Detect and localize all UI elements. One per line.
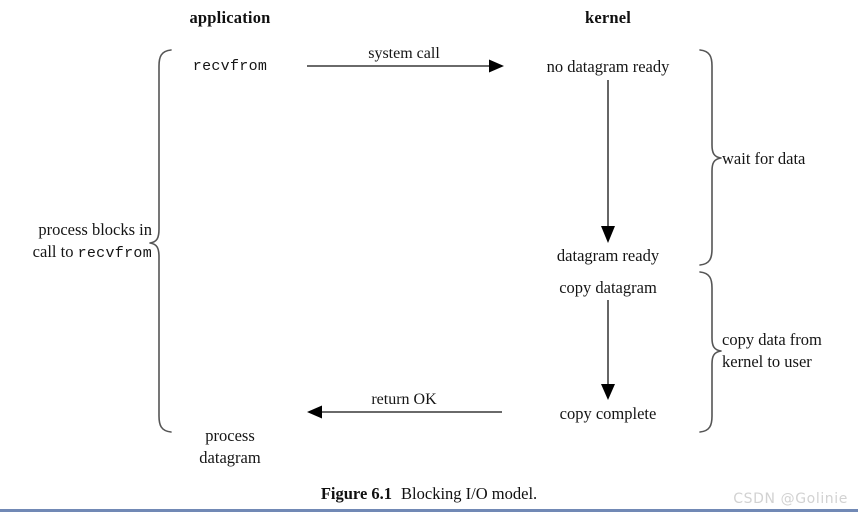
figure-caption-text: Blocking I/O model. — [401, 484, 538, 503]
annotation-process-blocks-line2: call to recvfrom — [0, 241, 152, 264]
arrow-wait-for-data-flow — [601, 80, 615, 243]
brace-process-blocks — [149, 49, 172, 433]
arrow-copy-flow — [601, 300, 615, 400]
brace-wait-for-data — [699, 49, 722, 266]
annotation-copy-data: copy data from kernel to user — [722, 329, 858, 373]
bottom-divider — [0, 509, 858, 512]
edge-label-system-call: system call — [368, 45, 440, 62]
node-process-datagram: process datagram — [150, 425, 310, 469]
annotation-process-blocks: process blocks in call to recvfrom — [0, 219, 152, 264]
column-heading-kernel: kernel — [584, 8, 632, 27]
annotation-wait-for-data: wait for data — [722, 149, 806, 168]
figure-caption-number: Figure 6.1 — [320, 484, 393, 503]
node-process-datagram-line2: datagram — [199, 447, 261, 467]
annotation-process-blocks-line2-text: call to — [32, 242, 78, 262]
edge-label-return-ok: return OK — [371, 391, 437, 408]
node-copy-complete: copy complete — [559, 404, 657, 423]
figure-caption: Figure 6.1 Blocking I/O model. — [0, 484, 858, 504]
annotation-process-blocks-line2-mono: recvfrom — [77, 245, 152, 263]
annotation-copy-data-line2: kernel to user — [722, 352, 812, 372]
annotation-copy-data-line1: copy data from — [722, 330, 822, 349]
node-recvfrom-call: recvfrom — [192, 58, 268, 75]
node-process-datagram-line1: process — [205, 426, 255, 445]
annotation-process-blocks-line1: process blocks in — [38, 220, 152, 239]
node-copy-datagram: copy datagram — [559, 278, 657, 297]
node-datagram-ready: datagram ready — [556, 246, 660, 265]
column-heading-application: application — [189, 8, 271, 27]
node-no-datagram-ready: no datagram ready — [546, 57, 670, 76]
watermark-csdn: CSDN @Golinie — [733, 491, 848, 507]
